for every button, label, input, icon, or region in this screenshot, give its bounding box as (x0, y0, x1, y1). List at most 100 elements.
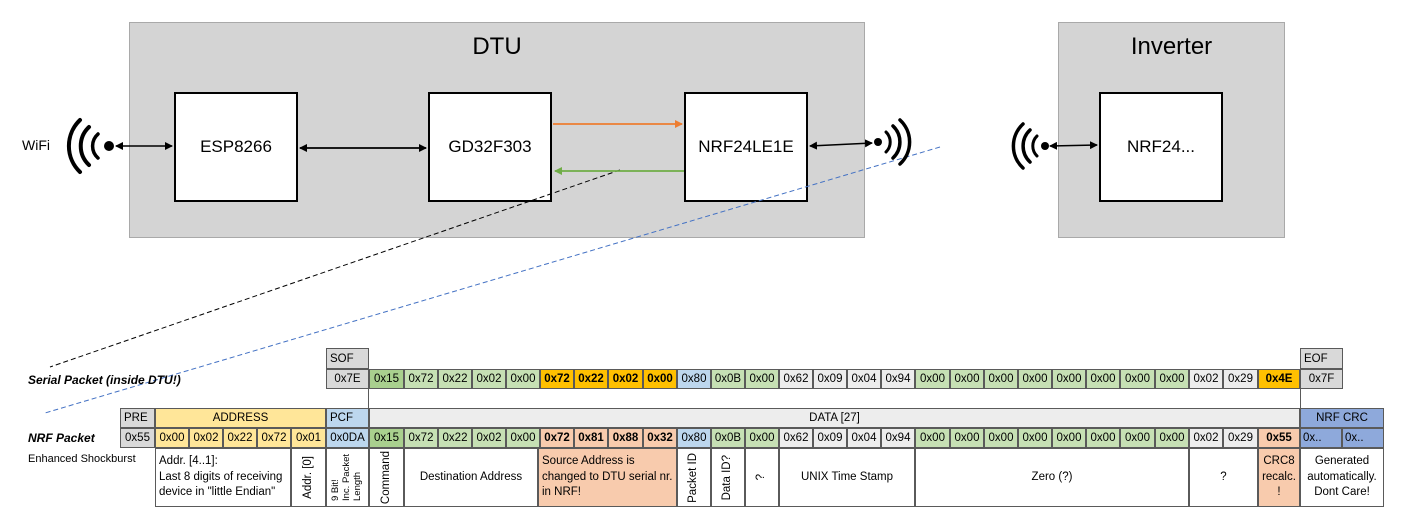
destination-description: Destination Address (404, 448, 538, 507)
esp8266-box: ESP8266 (174, 92, 298, 202)
serial-byte: 0x15 (369, 369, 404, 389)
addr0-description: Addr. [0] (291, 448, 326, 507)
nrf-byte: 0x80 (677, 428, 711, 448)
nrf-byte: 0x62 (779, 428, 813, 448)
serial-byte: 0x72 (404, 369, 438, 389)
q2-description: ? (1189, 448, 1258, 507)
nrf-packet-label: NRF Packet (28, 431, 95, 445)
zero-text: Zero (?) (1031, 470, 1073, 483)
serial-byte: 0x29 (1223, 369, 1258, 389)
zero-description: Zero (?) (915, 448, 1189, 507)
serial-byte: 0x02 (472, 369, 506, 389)
serial-byte: 0x00 (984, 369, 1018, 389)
nrf-byte: 0x00 (915, 428, 950, 448)
serial-byte: 0x62 (779, 369, 813, 389)
nrf-byte: 0x09 (813, 428, 847, 448)
serial-byte: 0x00 (1052, 369, 1086, 389)
serial-byte: 0x00 (1086, 369, 1120, 389)
nrf-byte: 0x00 (984, 428, 1018, 448)
enhanced-shockburst-label: Enhanced Shockburst (28, 453, 136, 465)
bracket-right (1300, 389, 1301, 408)
inverter-title: Inverter (1130, 33, 1213, 60)
pre-header: PRE (120, 408, 155, 428)
nrf-byte: 0x00 (1052, 428, 1086, 448)
packet-id-description: Packet ID (677, 448, 711, 507)
nrf-byte: 0x00 (1018, 428, 1052, 448)
nrf-byte: 0x81 (574, 428, 608, 448)
nrf-byte: 0x0B (711, 428, 745, 448)
nrf-byte: 0x00 (1120, 428, 1155, 448)
serial-byte: 0x00 (506, 369, 540, 389)
nrf-byte: 0x72 (404, 428, 438, 448)
serial-byte: 0x22 (438, 369, 472, 389)
generated-description: Generated automatically. Dont Care! (1300, 448, 1384, 507)
q1-description: ? (745, 448, 779, 507)
serial-byte: 0x00 (745, 369, 779, 389)
dtu-title: DTU (472, 33, 522, 60)
serial-byte: 0x72 (540, 369, 574, 389)
q1-text: ? (755, 474, 768, 481)
inverter-antenna-icon (1011, 122, 1049, 170)
nrf-byte: 0x00 (506, 428, 540, 448)
dtu-antenna-icon (874, 118, 912, 166)
nrf-crc-header: NRF CRC (1300, 408, 1384, 428)
destination-text: Destination Address (419, 470, 523, 483)
serial-byte: 0x94 (881, 369, 915, 389)
address-byte: 0x01 (291, 428, 326, 448)
address-description: Addr. [4..1]: Last 8 digits of receiving… (155, 448, 291, 507)
arrow-antenna-nrf24 (1049, 141, 1098, 150)
source-description: Source Address is changed to DTU serial … (538, 448, 677, 507)
serial-byte: 0x00 (1120, 369, 1155, 389)
nrf-byte: 0x00 (1086, 428, 1120, 448)
nrf-byte: 0x72 (540, 428, 574, 448)
serial-byte: 0x00 (950, 369, 984, 389)
sof-header: SOF (326, 348, 369, 369)
q2-text: ? (1220, 470, 1227, 483)
nrf-crc-value-2: 0x.. (1342, 428, 1384, 448)
serial-byte: 0x80 (677, 369, 711, 389)
nrf24le1e-box: NRF24LE1E (684, 92, 808, 202)
timestamp-text: UNIX Time Stamp (800, 470, 894, 483)
data-header: DATA [27] (369, 408, 1300, 428)
nrf-byte: 0x94 (881, 428, 915, 448)
nrf-byte: 0x22 (438, 428, 472, 448)
data-id-description: Data ID? (711, 448, 745, 507)
generated-text: Generated automatically. Dont Care! (1307, 455, 1377, 499)
serial-byte: 0x4E (1258, 369, 1300, 389)
nrf-byte: 0x32 (643, 428, 677, 448)
wifi-label: WiFi (22, 137, 50, 153)
command-text: Command (379, 450, 392, 505)
serial-byte: 0x09 (813, 369, 847, 389)
serial-byte: 0x00 (1155, 369, 1189, 389)
source-text: Source Address is changed to DTU serial … (542, 455, 673, 499)
serial-packet-label: Serial Packet (inside DTU!) (28, 373, 181, 387)
pre-value: 0x55 (120, 428, 155, 448)
packet-id-text: Packet ID (687, 452, 700, 503)
addr0-text: Addr. [0] (301, 456, 314, 499)
pcf-text: 9 Bit! Inc. Packet Length (330, 454, 363, 501)
address-byte: 0x02 (189, 428, 223, 448)
nrf-byte: 0x29 (1223, 428, 1258, 448)
serial-byte: 0x22 (574, 369, 608, 389)
nrf-byte: 0x02 (472, 428, 506, 448)
timestamp-description: UNIX Time Stamp (779, 448, 915, 507)
crc8-description: CRC8 recalc. ! (1258, 448, 1300, 507)
address-byte: 0x22 (223, 428, 257, 448)
arrow-nrf-antenna (809, 139, 873, 150)
serial-byte: 0x00 (1018, 369, 1052, 389)
pcf-header: PCF (326, 408, 369, 428)
serial-byte: 0x04 (847, 369, 881, 389)
nrf-byte: 0x02 (1189, 428, 1223, 448)
nrf-byte: 0x00 (745, 428, 779, 448)
nrf-byte: 0x00 (950, 428, 984, 448)
serial-byte: 0x00 (643, 369, 677, 389)
nrf24-inverter-box: NRF24... (1099, 92, 1223, 202)
address-header: ADDRESS (155, 408, 326, 428)
dashed-line-black (49, 169, 621, 368)
serial-byte: 0x02 (608, 369, 643, 389)
serial-byte: 0x00 (915, 369, 950, 389)
gd32f303-box: GD32F303 (428, 92, 552, 202)
nrf-byte: 0x04 (847, 428, 881, 448)
eof-value: 0x7F (1300, 369, 1343, 389)
pcf-value: 0x0DA (326, 428, 369, 448)
